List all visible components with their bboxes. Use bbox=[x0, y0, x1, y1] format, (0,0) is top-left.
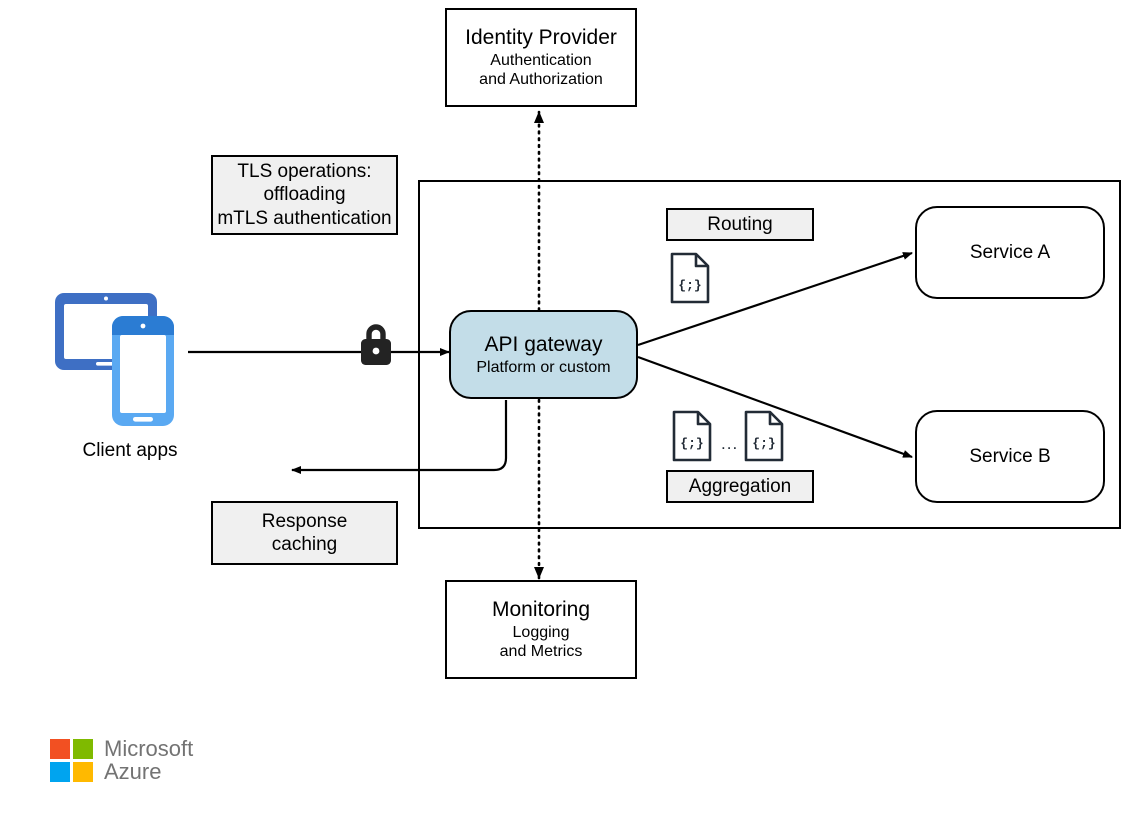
service-b-box[interactable]: Service B bbox=[915, 410, 1105, 503]
microsoft-azure-logo: Microsoft Azure bbox=[50, 736, 194, 784]
logo-square-green bbox=[73, 739, 93, 760]
tls-operations-line3: mTLS authentication bbox=[217, 207, 392, 229]
service-b-label: Service B bbox=[969, 445, 1051, 467]
identity-provider-title: Identity Provider bbox=[465, 26, 617, 50]
identity-provider-box[interactable]: Identity Provider Authentication and Aut… bbox=[445, 8, 637, 107]
tls-operations-line2: offloading bbox=[263, 184, 346, 206]
monitoring-box[interactable]: Monitoring Logging and Metrics bbox=[445, 580, 637, 679]
aggregation-ellipsis: ... bbox=[721, 434, 739, 453]
svg-text:{;}: {;} bbox=[680, 436, 703, 451]
brand-line-microsoft: Microsoft bbox=[104, 736, 194, 761]
microsoft-logo-squares bbox=[50, 739, 93, 783]
logo-square-red bbox=[50, 739, 70, 760]
svg-text:{;}: {;} bbox=[752, 436, 775, 451]
brand-line-azure: Azure bbox=[104, 758, 162, 784]
api-gateway-subtitle: Platform or custom bbox=[476, 358, 611, 376]
tls-operations-line1: TLS operations: bbox=[237, 161, 372, 183]
monitoring-line2: Logging bbox=[512, 623, 570, 641]
monitoring-title: Monitoring bbox=[491, 598, 591, 622]
monitoring-line3: and Metrics bbox=[499, 643, 583, 661]
tls-operations-box[interactable]: TLS operations: offloading mTLS authenti… bbox=[211, 155, 398, 235]
api-gateway-title: API gateway bbox=[484, 332, 603, 356]
logo-square-blue bbox=[50, 762, 70, 783]
service-a-label: Service A bbox=[969, 241, 1051, 263]
json-document-icon-aggregation-2: {;} bbox=[744, 410, 784, 462]
json-document-icon-routing: {;} bbox=[670, 252, 710, 304]
api-gateway-box[interactable]: API gateway Platform or custom bbox=[449, 310, 638, 399]
aggregation-box[interactable]: Aggregation bbox=[666, 470, 814, 503]
logo-square-yellow bbox=[73, 762, 93, 783]
backend-boundary bbox=[418, 180, 1121, 529]
identity-provider-line3: and Authorization bbox=[479, 71, 603, 89]
lock-icon bbox=[361, 324, 391, 365]
json-document-icon-aggregation-1: {;} bbox=[672, 410, 712, 462]
service-a-box[interactable]: Service A bbox=[915, 206, 1105, 299]
client-devices-icon bbox=[55, 293, 174, 426]
svg-text:{;}: {;} bbox=[678, 278, 701, 293]
response-caching-line2: caching bbox=[271, 534, 338, 555]
response-caching-line1: Response bbox=[261, 510, 348, 532]
brand-text: Microsoft Azure bbox=[104, 736, 194, 784]
routing-label: Routing bbox=[707, 213, 773, 235]
routing-box[interactable]: Routing bbox=[666, 208, 814, 241]
identity-provider-line2: Authentication bbox=[490, 51, 592, 69]
aggregation-label: Aggregation bbox=[688, 475, 792, 497]
response-caching-box[interactable]: Response caching bbox=[211, 501, 398, 565]
client-apps-label: Client apps bbox=[82, 440, 178, 461]
